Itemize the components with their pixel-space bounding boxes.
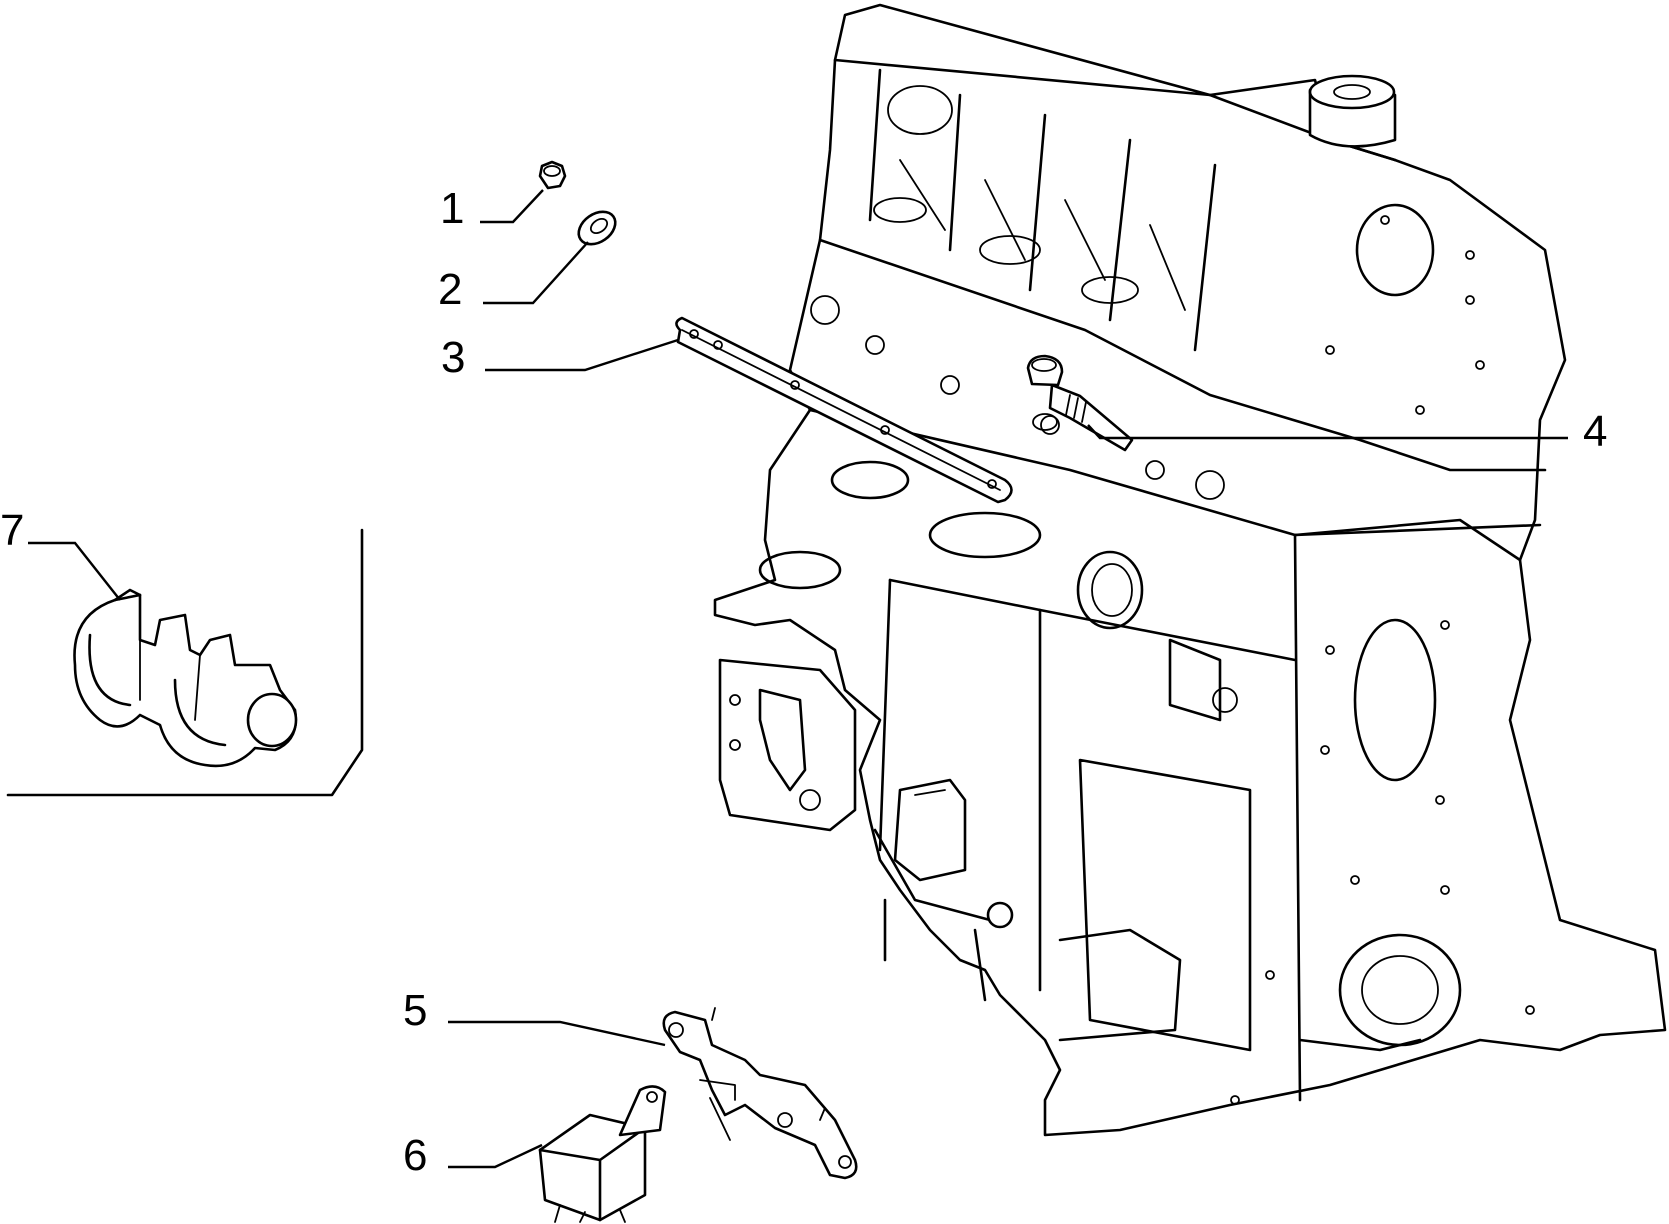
part-7-clip — [73, 588, 298, 768]
front-face-bolt-holes — [1230, 215, 1535, 1105]
callout-3: 3 — [441, 333, 465, 382]
leader-lines — [28, 189, 1568, 1169]
inset-frame-line — [6, 528, 364, 797]
callout-1: 1 — [440, 184, 464, 233]
callout-labels: 1 2 3 4 5 6 7 — [0, 184, 1607, 1180]
callout-5: 5 — [403, 986, 427, 1035]
part-6-relay — [538, 1085, 667, 1223]
part-3-bar — [675, 316, 1013, 504]
part-5-bracket — [662, 1007, 858, 1180]
callout-2: 2 — [438, 265, 462, 314]
part-2-washer — [577, 210, 617, 246]
part-1-nut — [538, 160, 567, 190]
callout-4: 4 — [1583, 407, 1607, 456]
part-4-sensor — [1026, 354, 1134, 452]
callout-6: 6 — [403, 1131, 427, 1180]
engine-block — [713, 3, 1667, 1137]
callout-7: 7 — [0, 506, 24, 555]
